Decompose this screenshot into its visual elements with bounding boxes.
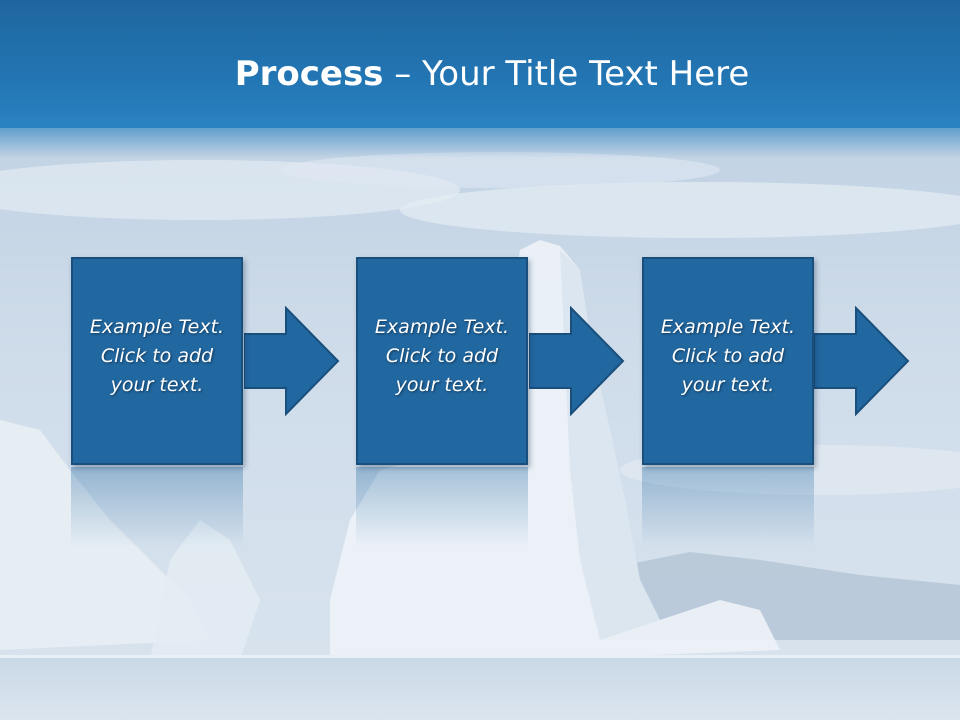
title-banner bbox=[0, 0, 960, 128]
slide-title-bold: Process bbox=[234, 54, 384, 94]
step-text-line: your text. bbox=[681, 373, 775, 396]
title-banner-fade bbox=[0, 118, 960, 158]
slide-title-rest: – Your Title Text Here bbox=[383, 54, 750, 94]
process-step-1[interactable]: Example Text. Click to add your text. bbox=[71, 257, 243, 465]
right-arrow-icon bbox=[814, 306, 910, 416]
step-text[interactable]: Example Text. Click to add your text. bbox=[648, 313, 808, 400]
process-step-2[interactable]: Example Text. Click to add your text. bbox=[356, 257, 528, 465]
right-arrow-icon bbox=[529, 306, 625, 416]
step-text-line: Click to add bbox=[100, 344, 214, 367]
step-text-line: your text. bbox=[395, 373, 489, 396]
step-text-line: Click to add bbox=[385, 344, 499, 367]
step-text-line: Example Text. bbox=[89, 315, 225, 338]
step-text-line: Example Text. bbox=[660, 315, 796, 338]
step-reflection bbox=[642, 467, 814, 547]
step-text[interactable]: Example Text. Click to add your text. bbox=[77, 313, 237, 400]
step-text-line: your text. bbox=[110, 373, 204, 396]
step-text-line: Example Text. bbox=[374, 315, 510, 338]
slide-title[interactable]: Process – Your Title Text Here bbox=[0, 54, 960, 94]
step-reflection bbox=[356, 467, 528, 547]
step-text[interactable]: Example Text. Click to add your text. bbox=[362, 313, 522, 400]
process-step-3[interactable]: Example Text. Click to add your text. bbox=[642, 257, 814, 465]
right-arrow-icon bbox=[244, 306, 340, 416]
step-reflection bbox=[71, 467, 243, 547]
step-text-line: Click to add bbox=[671, 344, 785, 367]
